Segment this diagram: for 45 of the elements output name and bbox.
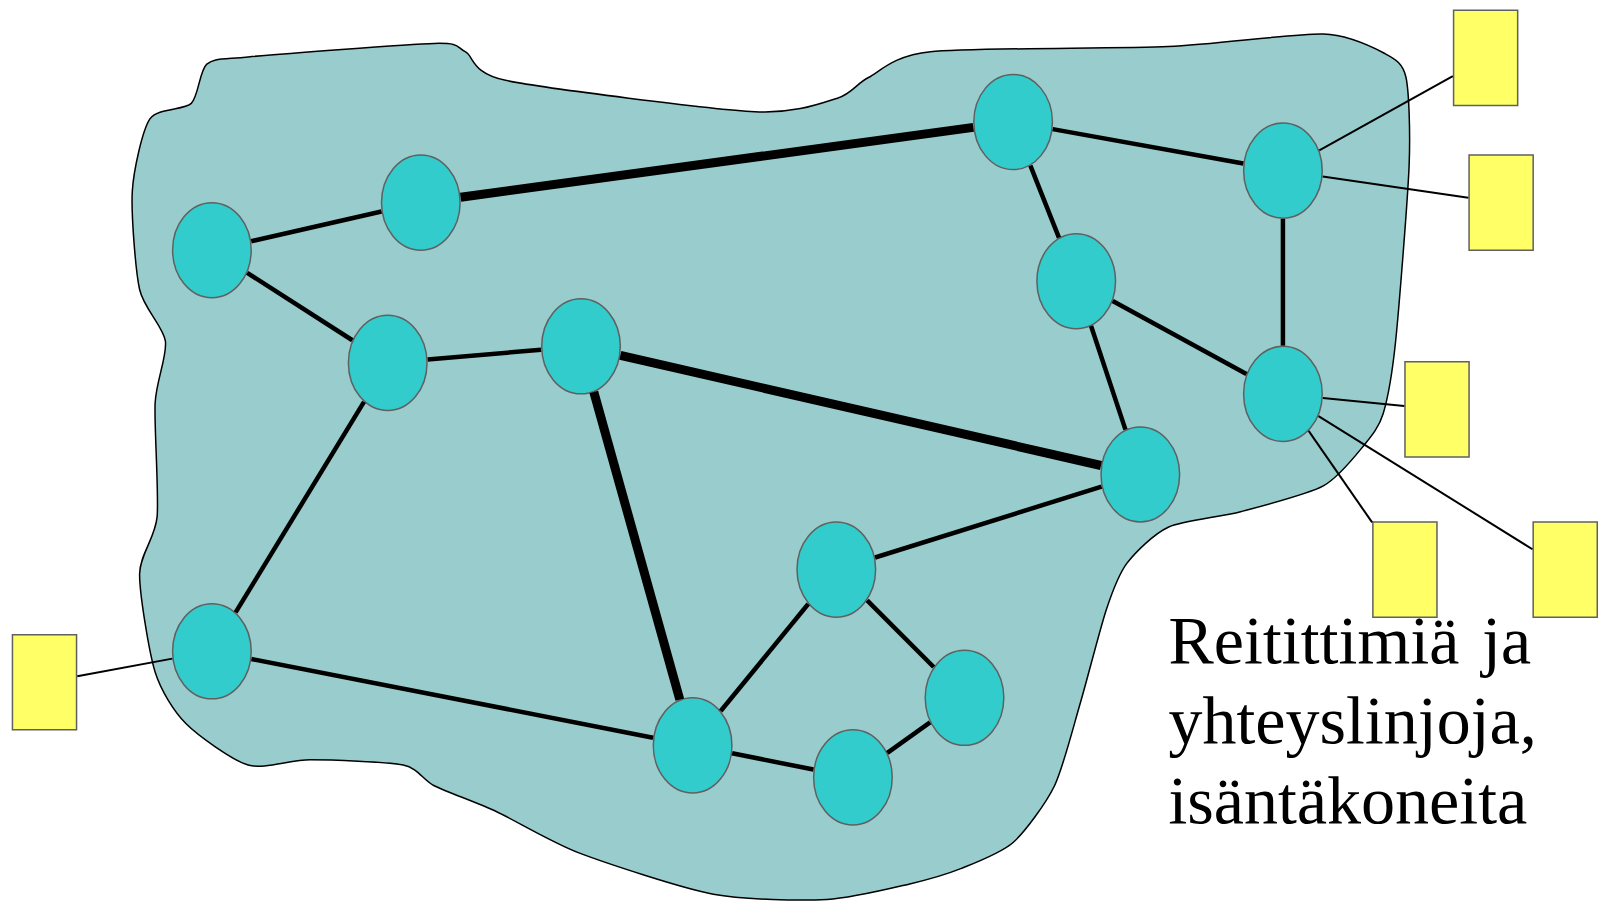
connection-line (246, 270, 354, 343)
router-ellipse (1242, 122, 1323, 219)
router-ellipse (924, 649, 1005, 747)
router-ellipse (812, 729, 893, 826)
connection-line (251, 656, 654, 740)
host-box (1532, 521, 1599, 618)
connection-line (619, 350, 1102, 470)
connection-line (1111, 299, 1248, 376)
connection-line (589, 390, 685, 701)
connection-line (1280, 218, 1286, 346)
host-box (11, 634, 78, 731)
connection-line (874, 484, 1103, 560)
connection-line (1317, 415, 1534, 551)
host-box (1468, 154, 1534, 251)
connection-line (886, 720, 932, 755)
connection-line (1052, 126, 1244, 166)
connection-line (250, 209, 382, 244)
connection-line (1318, 75, 1454, 152)
connection-line (865, 598, 936, 669)
connection-line (76, 657, 174, 678)
connection-line (460, 122, 974, 202)
router-ellipse (1036, 232, 1117, 330)
connection-line (1028, 164, 1062, 239)
host-box (1372, 521, 1438, 618)
connection-line (1307, 429, 1374, 524)
connection-line (1321, 175, 1470, 199)
connection-line (427, 347, 542, 362)
host-box (1452, 9, 1519, 107)
router-ellipse (1100, 426, 1181, 523)
connection-line (731, 751, 814, 772)
router-ellipse (652, 697, 733, 794)
router-ellipse (796, 521, 877, 618)
router-ellipse (171, 201, 252, 299)
router-ellipse (347, 314, 428, 412)
router-ellipse (540, 298, 622, 395)
host-box (1404, 361, 1470, 458)
connection-line (233, 400, 366, 614)
connection-line (1321, 396, 1406, 408)
router-ellipse (171, 603, 252, 700)
router-ellipse (1242, 345, 1323, 443)
router-ellipse (973, 73, 1054, 171)
connection-line (719, 602, 810, 713)
connection-line (1088, 325, 1128, 431)
note-text: Reitittimiä ja yhteyslinjoja, isäntäkoneita (1169, 618, 1533, 825)
router-ellipse (380, 154, 461, 251)
